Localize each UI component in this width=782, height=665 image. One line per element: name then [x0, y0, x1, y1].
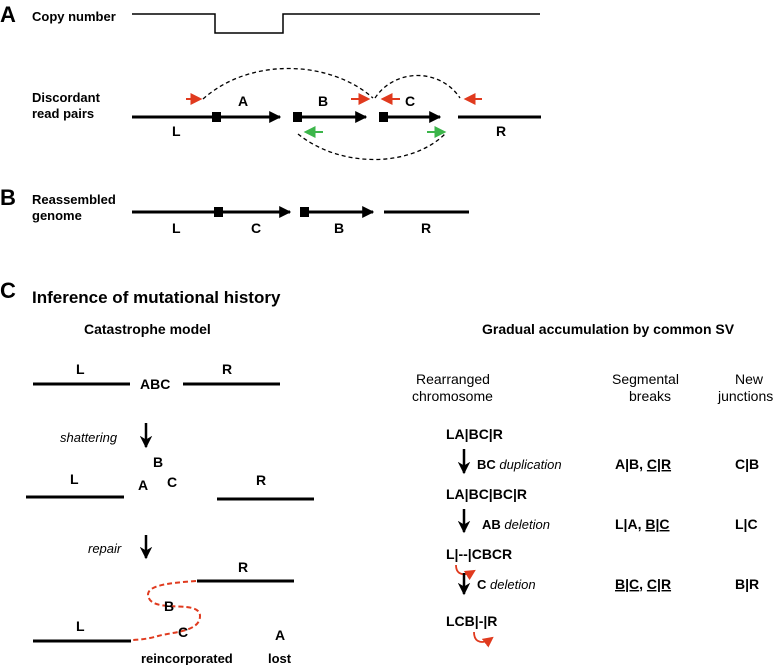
event-2-segment: AB	[482, 517, 501, 532]
shattering-label: shattering	[60, 430, 118, 445]
panel-label-b: B	[0, 185, 16, 210]
segmental-breaks-1: A|B, C|R	[615, 456, 671, 472]
break-1b: C|R	[647, 456, 671, 472]
break-2a: L|A	[615, 516, 638, 532]
segment-B-label: B	[164, 598, 174, 614]
break-3b: C|R	[647, 576, 671, 592]
segment-C-label: C	[167, 474, 177, 490]
event-2-type: deletion	[504, 517, 550, 532]
deletion-junction-marker	[473, 631, 494, 648]
column-header-rearranged: Rearranged	[416, 371, 490, 387]
read-pair-arc-bottom	[297, 133, 446, 161]
breakpoint-marker	[379, 112, 388, 122]
segment-C-label: C	[405, 93, 415, 109]
segment-B-label: B	[318, 93, 328, 109]
segment-R-label: R	[238, 559, 248, 575]
event-1-type: duplication	[499, 457, 561, 472]
break-1a: A|B	[615, 456, 639, 472]
segment-C-label: C	[178, 624, 188, 640]
copy-number-label: Copy number	[32, 9, 116, 24]
repair-label: repair	[88, 541, 122, 556]
reincorporated-label: reincorporated	[141, 651, 233, 665]
chromosome-state-4: LCB|-|R	[446, 613, 497, 629]
column-header-chromosome: chromosome	[412, 388, 493, 404]
panel-label-a: A	[0, 2, 16, 27]
segment-A-label: A	[238, 93, 248, 109]
segment-L-label: L	[70, 471, 79, 487]
segment-R-label: R	[496, 123, 506, 139]
chromosome-state-1: LA|BC|R	[446, 426, 503, 442]
column-header-new: New	[735, 371, 764, 387]
event-1-segment: BC	[477, 457, 496, 472]
breakpoint-marker	[214, 207, 223, 217]
segment-A-label: A	[138, 477, 148, 493]
breakpoint-marker	[300, 207, 309, 217]
event-3-segment: C	[477, 577, 487, 592]
discordant-label-line2: read pairs	[32, 106, 94, 121]
segment-L-label: L	[172, 220, 181, 236]
chromosome-state-2: LA|BC|BC|R	[446, 486, 527, 502]
read-pair-arc-top-2	[374, 75, 461, 99]
segment-B-label: B	[153, 454, 163, 470]
segmental-breaks-3: B|C, C|R	[615, 576, 671, 592]
segment-R-label: R	[256, 472, 266, 488]
segment-R-label: R	[421, 220, 431, 236]
reincorporated-fragment-path	[130, 580, 202, 641]
reassembled-label-line1: Reassembled	[32, 192, 116, 207]
segment-B-label: B	[334, 220, 344, 236]
chromosome-state-3: L|--|CBCR	[446, 546, 512, 562]
new-junction-1: C|B	[735, 456, 759, 472]
new-junction-2: L|C	[735, 516, 758, 532]
segment-L-label: L	[172, 123, 181, 139]
copy-number-trace	[132, 13, 540, 34]
event-1-label: BC duplication	[477, 457, 562, 472]
read-pair-arc-top-1	[202, 67, 374, 100]
new-junction-3: B|R	[735, 576, 759, 592]
segment-A-label: A	[275, 627, 285, 643]
break-3a: B|C	[615, 576, 639, 592]
segment-L-label: L	[76, 361, 85, 377]
catastrophe-header: Catastrophe model	[84, 321, 211, 337]
breakpoint-marker	[212, 112, 221, 122]
segment-ABC-label: ABC	[140, 376, 170, 392]
column-header-segmental: Segmental	[612, 371, 679, 387]
event-3-label: C deletion	[477, 577, 536, 592]
event-3-type: deletion	[490, 577, 536, 592]
breakpoint-marker	[293, 112, 302, 122]
panel-c-title: Inference of mutational history	[32, 288, 281, 307]
panel-label-c: C	[0, 278, 16, 303]
lost-label: lost	[268, 651, 292, 665]
segment-C-label: C	[251, 220, 261, 236]
break-2b: B|C	[645, 516, 669, 532]
deletion-junction-marker	[455, 564, 476, 581]
reassembled-label-line2: genome	[32, 208, 82, 223]
event-2-label: AB deletion	[482, 517, 550, 532]
gradual-header: Gradual accumulation by common SV	[482, 321, 735, 337]
column-header-breaks: breaks	[629, 388, 671, 404]
column-header-junctions: junctions	[717, 388, 773, 404]
segmental-breaks-2: L|A, B|C	[615, 516, 670, 532]
segment-R-label: R	[222, 361, 232, 377]
segment-L-label: L	[76, 618, 85, 634]
discordant-label-line1: Discordant	[32, 90, 101, 105]
